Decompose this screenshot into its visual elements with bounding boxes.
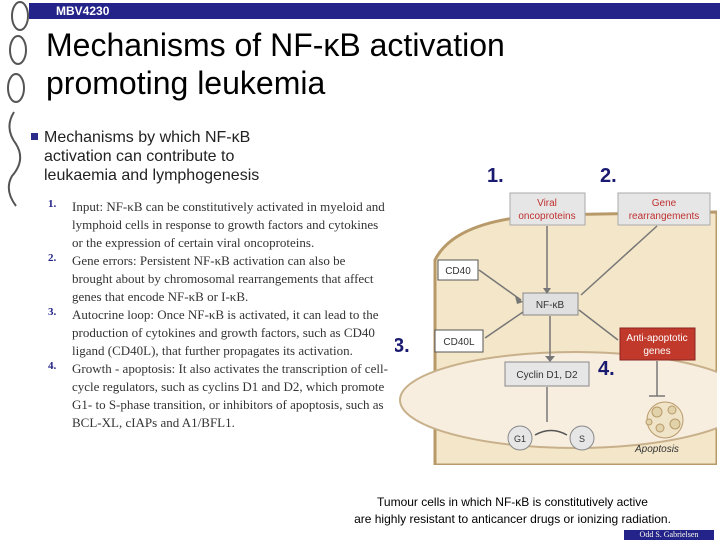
list-item-head: Input bbox=[72, 199, 100, 214]
cyclin-box bbox=[504, 361, 590, 387]
list-item: 2. Gene errors: Persistent NF-κB activat… bbox=[48, 252, 388, 306]
list-item-body: : Once NF-κB is activated, it can lead t… bbox=[72, 307, 379, 358]
list-item-number: 2. bbox=[48, 252, 57, 264]
viral-label-1: Viral bbox=[537, 198, 557, 209]
list-item-head: Growth - apoptosis bbox=[72, 361, 172, 376]
list-item-body: : It also activates the transcription of… bbox=[72, 361, 388, 430]
s-circle bbox=[569, 425, 595, 451]
pathway-figure: 1. 2. 3. 4. Viral oncoproteins Gene rear… bbox=[395, 165, 717, 465]
viral-oncoproteins-box bbox=[509, 192, 586, 226]
slide-title: Mechanisms of NF-κB activation promoting… bbox=[46, 26, 505, 102]
list-item-head: Autocrine loop bbox=[72, 307, 151, 322]
viral-label-2: oncoproteins bbox=[518, 211, 575, 222]
g1-circle bbox=[507, 425, 533, 451]
list-item-body: : NF-κB can be constitutively activated … bbox=[72, 199, 385, 250]
marker-3: 3. bbox=[395, 335, 410, 357]
cd40-to-nfkb-arrow bbox=[478, 269, 522, 301]
course-tag: MBV4230 bbox=[44, 3, 720, 19]
anti-label-2: genes bbox=[643, 346, 670, 357]
bullet-square-icon bbox=[31, 133, 38, 140]
nfkb-to-cd40l-arrow bbox=[484, 311, 524, 339]
marker-4: 4. bbox=[598, 358, 615, 380]
nfkb-label: NF-κB bbox=[536, 300, 565, 311]
gene-to-nfkb-arrow bbox=[580, 225, 658, 296]
list-item: 3. Autocrine loop: Once NF-κB is activat… bbox=[48, 306, 388, 360]
nfkb-box bbox=[522, 292, 579, 316]
marker-1: 1. bbox=[487, 165, 504, 187]
subtitle-line-2: activation can contribute to bbox=[44, 148, 235, 165]
s-label: S bbox=[579, 434, 585, 444]
g1-to-s-arrow bbox=[534, 429, 568, 436]
caption-line-2: are highly resistant to anticancer drugs… bbox=[354, 512, 671, 526]
list-item-number: 1. bbox=[48, 198, 57, 210]
figure-caption: Tumour cells in which NF-κB is constitut… bbox=[320, 494, 705, 528]
cd40l-box bbox=[434, 329, 484, 353]
apoptosis-label: Apoptosis bbox=[634, 444, 679, 455]
anti-apoptotic-box bbox=[619, 327, 696, 361]
anti-label-1: Anti-apoptotic bbox=[626, 333, 687, 344]
nfkb-to-anti-arrow bbox=[578, 309, 619, 341]
gene-label-2: rearrangements bbox=[629, 211, 700, 222]
mechanism-list: 1. Input: NF-κB can be constitutively ac… bbox=[48, 198, 388, 432]
title-line-2: promoting leukemia bbox=[46, 65, 326, 101]
list-item-body: : Persistent NF-κB activation can also b… bbox=[72, 253, 374, 304]
title-line-1: Mechanisms of NF-κB activation bbox=[46, 27, 505, 63]
list-item-number: 3. bbox=[48, 306, 57, 318]
cd40-label: CD40 bbox=[445, 266, 471, 277]
list-item: 1. Input: NF-κB can be constitutively ac… bbox=[48, 198, 388, 252]
author-credit: Odd S. Gabrielsen bbox=[624, 530, 714, 540]
g1-label: G1 bbox=[514, 434, 526, 444]
list-item-number: 4. bbox=[48, 360, 57, 372]
list-item: 4. Growth - apoptosis: It also activates… bbox=[48, 360, 388, 432]
caption-line-1: Tumour cells in which NF-κB is constitut… bbox=[377, 495, 648, 509]
gene-label-1: Gene bbox=[652, 198, 677, 209]
list-item-head: Gene errors bbox=[72, 253, 133, 268]
cyclin-label: Cyclin D1, D2 bbox=[516, 370, 578, 381]
cd40-box bbox=[437, 259, 479, 281]
marker-2: 2. bbox=[600, 165, 617, 187]
subtitle-line-1: Mechanisms by which NF-κB bbox=[44, 129, 251, 146]
cd40l-label: CD40L bbox=[443, 337, 475, 348]
subtitle-line-3: leukaemia and lymphogenesis bbox=[44, 167, 260, 184]
subtitle: Mechanisms by which NF-κB activation can… bbox=[44, 128, 354, 185]
spiral-binding-decoration bbox=[7, 1, 44, 207]
apoptotic-cell-icon bbox=[645, 401, 684, 439]
gene-rearrangements-box bbox=[617, 192, 711, 226]
